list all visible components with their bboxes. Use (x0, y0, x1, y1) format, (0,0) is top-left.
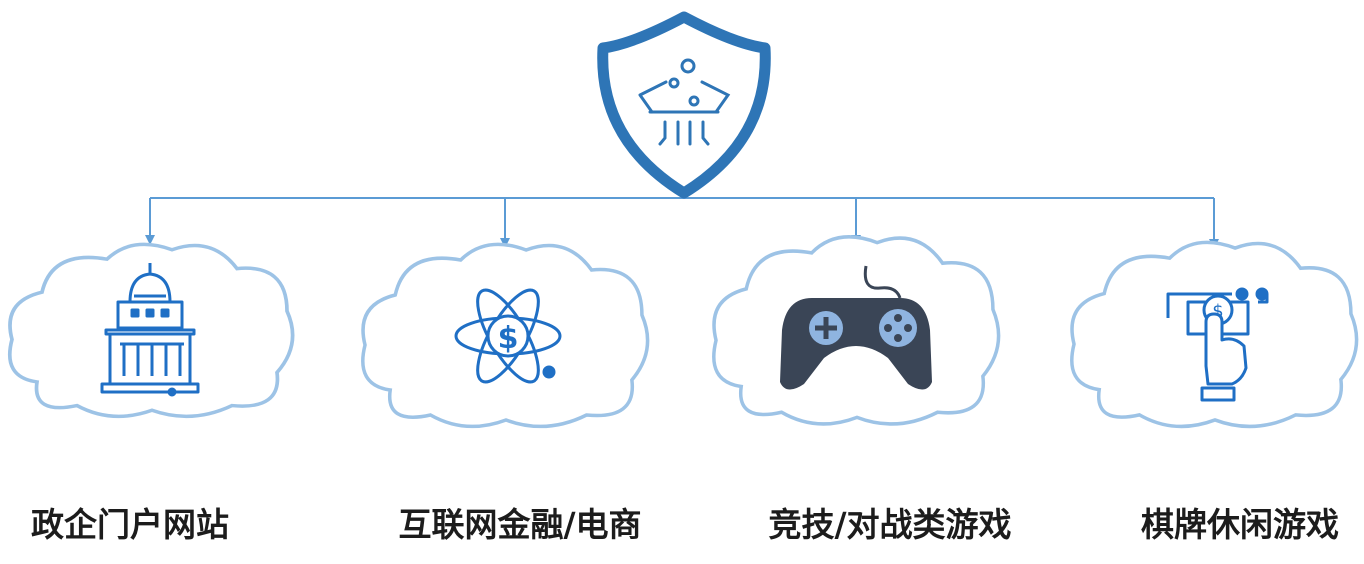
dollar-atom-icon: $ (454, 288, 562, 384)
government-building-icon (100, 263, 200, 397)
gamepad-icon (780, 265, 932, 390)
category-label-2: 互联网金融/电商 (398, 505, 642, 544)
clouds (7, 235, 1359, 429)
category-label-1: 政企门户网站 (31, 505, 229, 544)
svg-text:$: $ (498, 321, 519, 356)
hand-cash-icon: $ (1166, 287, 1269, 402)
category-label-4: 棋牌休闲游戏 (1141, 505, 1339, 544)
category-label-3: 竞技/对战类游戏 (768, 505, 1012, 544)
svg-text:$: $ (1212, 301, 1223, 322)
shield-tech-icon (597, 11, 771, 199)
